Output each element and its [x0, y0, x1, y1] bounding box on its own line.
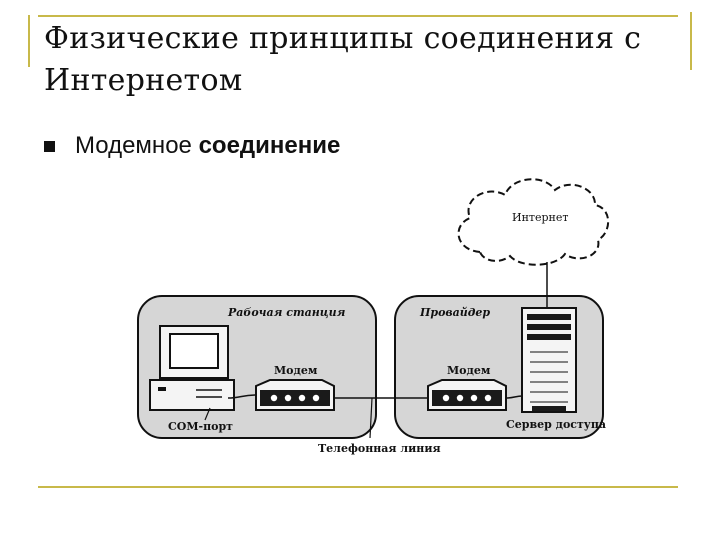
bottom-rule: [38, 486, 678, 488]
phone-line-pointer: [369, 397, 373, 439]
access-server-label: Сервер доступа: [506, 418, 606, 431]
com-port-label: COM-порт: [168, 420, 233, 433]
pc-modem-cable: [227, 394, 257, 399]
left-rule: [28, 15, 30, 67]
com-port-pointer: [204, 407, 211, 421]
slide-title: Физические принципы соединения с Интерне…: [44, 21, 642, 98]
bullet-text: Модемное соединение: [75, 132, 340, 160]
bullet-square-icon: [44, 140, 55, 152]
provider-label: Провайдер: [419, 306, 490, 319]
modem-left-label: Модем: [274, 364, 318, 377]
modem-right-icon: [427, 379, 507, 411]
bullet-item: Модемное соединение: [44, 132, 340, 160]
modem-server-cable: [505, 395, 523, 399]
modem-left-icon: [255, 379, 335, 411]
internet-cloud-icon: [457, 178, 610, 266]
phone-line-label: Телефонная линия: [318, 442, 441, 455]
access-server-icon: [521, 307, 577, 413]
computer-icon: [149, 325, 235, 411]
workstation-label: Рабочая станция: [227, 306, 346, 319]
modem-right-label: Модем: [447, 364, 491, 377]
internet-label: Интернет: [512, 211, 569, 224]
bullet-text-plain: Модемное: [75, 132, 199, 159]
right-rule: [690, 12, 692, 70]
bullet-text-bold: соединение: [198, 132, 341, 159]
top-rule: [38, 15, 678, 17]
